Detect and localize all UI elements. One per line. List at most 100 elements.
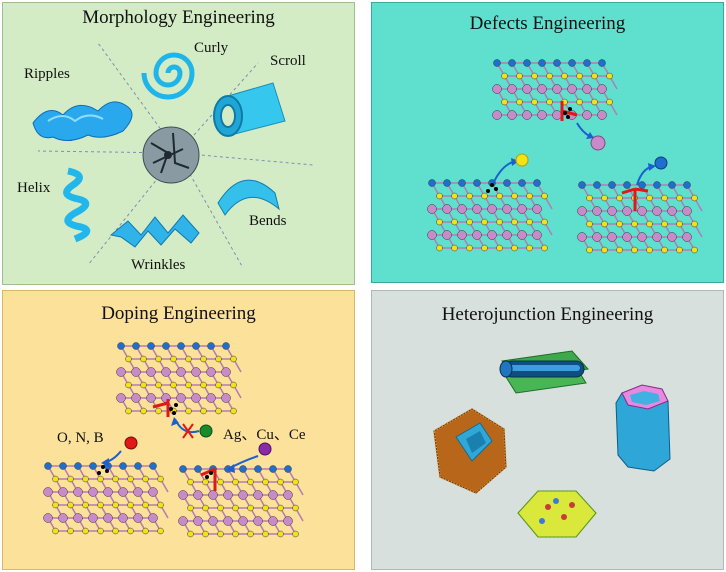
yellow-atom [127, 527, 134, 535]
yellow-atom [215, 355, 222, 363]
doping-illustration [43, 342, 304, 538]
yellow-atom [561, 72, 568, 80]
pink-atom [577, 232, 587, 242]
yellow-atom [616, 220, 623, 228]
pink-atom [88, 487, 98, 497]
yellow-atom [616, 194, 623, 202]
pink-atom [492, 84, 502, 94]
pink-atom [131, 393, 141, 403]
morphology-title: Morphology Engineering [82, 7, 275, 28]
pink-atom [577, 206, 587, 216]
pink-atom [582, 110, 592, 120]
pink-atom [667, 232, 677, 242]
scroll-structure [213, 82, 286, 137]
pink-atom [652, 232, 662, 242]
edge-atom [177, 342, 185, 350]
pink-atom [427, 204, 437, 214]
yellow-atom [606, 72, 613, 80]
pink-atom [487, 230, 497, 240]
yellow-atom [481, 192, 488, 200]
yellow-atom [292, 478, 299, 486]
yellow-atom [140, 355, 147, 363]
edge-atom [638, 181, 646, 189]
yellow-atom [576, 98, 583, 106]
yellow-atom [436, 244, 443, 252]
yellow-atom [601, 194, 608, 202]
yellow-atom [451, 244, 458, 252]
morphology-panel: Morphology Engineering Curly Scroll Ripp… [2, 2, 355, 285]
yellow-atom [200, 407, 207, 415]
defects-panel: Defects Engineering [371, 2, 724, 283]
edge-atom [473, 179, 481, 187]
yellow-atom [262, 478, 269, 486]
pink-atom [457, 230, 467, 240]
edge-atom [89, 462, 97, 470]
yellow-atom [466, 218, 473, 226]
edge-atom [593, 181, 601, 189]
yellow-atom [127, 475, 134, 483]
yellow-atom [691, 220, 698, 228]
edge-atom [578, 181, 586, 189]
yellow-atom [140, 381, 147, 389]
edge-atom [668, 181, 676, 189]
yellow-atom [606, 98, 613, 106]
edge-atom [458, 179, 466, 187]
edge-atom [134, 462, 142, 470]
yellow-atom [155, 407, 162, 415]
yellow-atom [526, 218, 533, 226]
label-helix: Helix [17, 180, 51, 196]
yellow-atom [591, 98, 598, 106]
pink-atom [116, 367, 126, 377]
yellow-atom [526, 244, 533, 252]
edge-atom [194, 465, 202, 473]
yellow-atom [516, 72, 523, 80]
edge-atom [147, 342, 155, 350]
heterojunction-illustration [432, 350, 671, 538]
yellow-atom [436, 218, 443, 226]
yellow-atom [676, 220, 683, 228]
pink-atom [208, 490, 218, 500]
yellow-atom [202, 478, 209, 486]
edge-atom [254, 465, 262, 473]
pink-atom [622, 206, 632, 216]
pink-atom [146, 367, 156, 377]
yellow-atom [511, 244, 518, 252]
yellow-atom [202, 530, 209, 538]
pink-atom [73, 513, 83, 523]
pink-atom [58, 513, 68, 523]
pink-atom [582, 84, 592, 94]
center-particle [142, 126, 200, 184]
yellow-atom [501, 98, 508, 106]
yellow-atom [67, 527, 74, 535]
yellow-atom [232, 530, 239, 538]
pink-atom [208, 516, 218, 526]
pink-atom [522, 84, 532, 94]
yellow-atom [52, 501, 59, 509]
yellow-atom [230, 381, 237, 389]
yellow-atom [277, 504, 284, 512]
pink-atom [637, 232, 647, 242]
yellow-atom [125, 407, 132, 415]
yellow-atom [586, 246, 593, 254]
yellow-atom [546, 72, 553, 80]
pink-atom [73, 487, 83, 497]
yellow-atom [155, 381, 162, 389]
edge-atom [59, 462, 67, 470]
yellow-atom [576, 72, 583, 80]
yellow-atom [591, 72, 598, 80]
pink-atom [507, 110, 517, 120]
yellow-atom [496, 218, 503, 226]
pink-atom [652, 206, 662, 216]
edge-atom [443, 179, 451, 187]
yellow-atom [501, 72, 508, 80]
yellow-atom [277, 478, 284, 486]
yellow-atom [67, 475, 74, 483]
pink-atom [253, 490, 263, 500]
edge-atom [538, 59, 546, 67]
yellow-atom [541, 218, 548, 226]
pink-atom [131, 367, 141, 377]
yellow-atom [52, 475, 59, 483]
yellow-atom [202, 504, 209, 512]
pink-atom [161, 367, 171, 377]
yellow-atom [215, 381, 222, 389]
